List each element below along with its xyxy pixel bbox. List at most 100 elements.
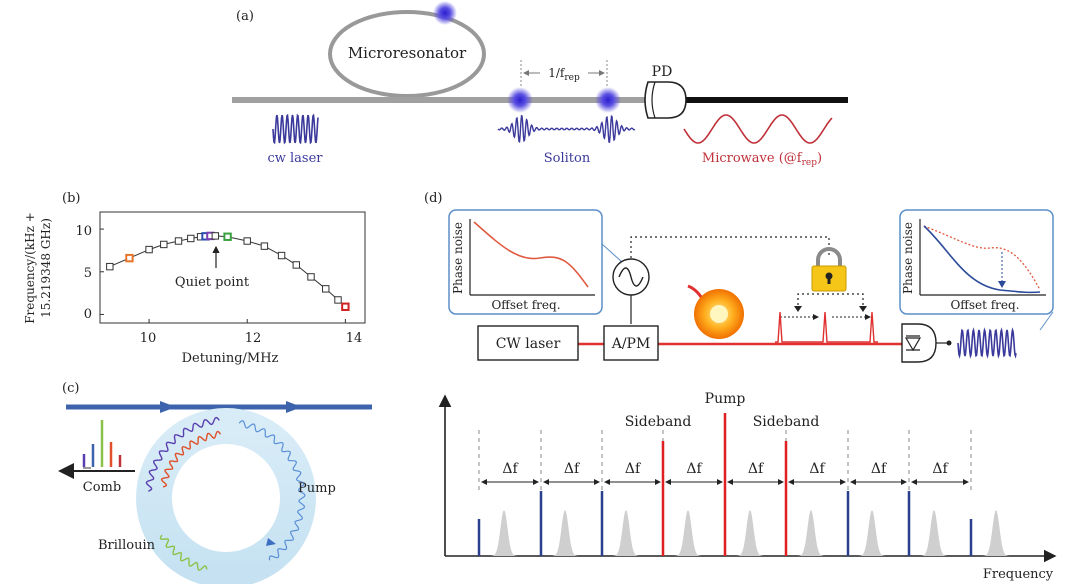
data-point xyxy=(243,237,251,245)
noise-peak xyxy=(670,510,706,556)
chart-b-frame xyxy=(99,211,366,324)
noise-peak xyxy=(793,510,829,556)
delta-f-label: Δf xyxy=(625,461,642,477)
noise-peak xyxy=(916,510,952,556)
delta-f-label: Δf xyxy=(809,461,826,477)
inset-left-curve xyxy=(473,221,589,288)
cw-laser-label: cw laser xyxy=(267,151,323,166)
photodetector-icon xyxy=(644,81,687,119)
brillouin-wave-orange xyxy=(160,430,221,488)
delta-f-arrow-left xyxy=(911,479,917,485)
delta-f-arrow-right xyxy=(840,479,846,485)
delta-f-label-bg xyxy=(494,459,526,475)
delta-f-arrow-left xyxy=(543,479,549,485)
delta-f-label: Δf xyxy=(502,461,519,477)
delta-f-label: Δf xyxy=(748,461,765,477)
noise-peak xyxy=(547,510,583,556)
sideband-left-label: Sideband xyxy=(625,414,692,430)
delta-f-label: Δf xyxy=(686,461,703,477)
inset-left-leader xyxy=(601,243,623,263)
chart-b-series xyxy=(106,231,350,311)
pump-arrowhead xyxy=(266,538,276,546)
chart-b-ylabel-2: 15.219348 GHz) xyxy=(39,218,53,318)
chart-b-ytick-5: 5 xyxy=(84,266,92,281)
chart-b-xtick-14: 14 xyxy=(346,331,363,346)
microresonator-ring xyxy=(328,10,486,98)
oscillator-sine xyxy=(618,267,644,287)
comb-lines xyxy=(82,420,122,467)
lock-keyhole-slot xyxy=(827,277,831,284)
inset-left-xlabel: Offset freq. xyxy=(491,298,560,312)
chart-b-xlabel: Detuning/MHz xyxy=(182,351,279,366)
noise-peak xyxy=(854,510,890,556)
pump-line-label: Pump xyxy=(705,391,746,407)
quiet-point-label: Quiet point xyxy=(175,275,250,290)
ring-resonator-core xyxy=(710,305,728,323)
delta-f-arrow-right xyxy=(533,479,539,485)
delta-f-label-bg xyxy=(801,459,833,475)
delta-f-arrow-left xyxy=(788,479,794,485)
panel-b: (b) 10 12 14 0 5 10 Detuning/MHz Frequen… xyxy=(23,191,366,366)
delta-f-label-bg xyxy=(924,459,956,475)
lock-bracket xyxy=(797,293,864,310)
data-point xyxy=(211,232,220,240)
delta-f-label: Δf xyxy=(871,461,888,477)
delta-f-arrow-right xyxy=(901,479,907,485)
photodiode-icon xyxy=(901,323,937,363)
inset-right-box xyxy=(899,209,1054,315)
noise-peak xyxy=(486,510,522,556)
delta-f-arrow-left xyxy=(665,479,671,485)
panel-c-label: (c) xyxy=(62,381,79,396)
chart-b-ytick-0: 0 xyxy=(84,307,92,322)
bus-arrow-1 xyxy=(160,401,176,413)
feedback-loop xyxy=(630,236,830,258)
soliton-label: Soliton xyxy=(544,151,591,166)
delta-f-arrow-right xyxy=(655,479,661,485)
data-point xyxy=(174,237,183,245)
chart-b-ylabel-1: Frequency/(kHz + xyxy=(23,212,37,324)
delta-f-arrow-right xyxy=(594,479,600,485)
spectrum-xlabel: Frequency xyxy=(983,567,1054,582)
delta-f-label-bg xyxy=(555,459,588,475)
delta-f-label-bg xyxy=(678,459,710,475)
cw-laser-box-label: CW laser xyxy=(496,336,561,352)
delta-f-arrow-right xyxy=(717,479,723,485)
pump-label: Pump xyxy=(298,481,336,496)
microwave-label: Microwave (@frep) xyxy=(702,151,822,168)
noise-peak xyxy=(978,510,1014,556)
cw-laser-wave xyxy=(272,113,319,145)
data-point xyxy=(106,262,114,271)
sideband-right-label: Sideband xyxy=(753,414,820,430)
bus-arrow-2 xyxy=(286,401,302,413)
panel-a: (a) Microresonator 1/frep PD cw laser So… xyxy=(232,1,848,168)
panel-a-label: (a) xyxy=(236,9,254,24)
delta-f-arrow-left xyxy=(481,479,487,485)
photodiode-symbol xyxy=(904,335,922,352)
photodiode-node xyxy=(946,340,952,346)
lock-shackle xyxy=(816,247,842,268)
noise-peak xyxy=(608,510,644,556)
panel-d: (d) Phase noise Offset freq. CW laser A/… xyxy=(424,191,1054,363)
resonator-soliton-dot xyxy=(433,1,457,25)
microresonator-label: Microresonator xyxy=(348,44,467,62)
brillouin-label: Brillouin xyxy=(98,538,156,553)
chart-b-ytick-10: 10 xyxy=(75,224,92,239)
inset-right-leader xyxy=(1039,311,1054,331)
pump-wave xyxy=(238,420,306,561)
delta-f-label-bg xyxy=(616,459,649,475)
inset-right-curve-before xyxy=(923,225,1041,291)
data-point xyxy=(292,261,300,269)
microwave-output-wave xyxy=(957,327,1017,359)
data-point xyxy=(160,240,168,249)
noise-peak xyxy=(732,510,768,556)
chart-b-xtick-10: 10 xyxy=(140,331,157,346)
panel-b-label: (b) xyxy=(62,191,80,206)
series-line xyxy=(109,235,346,308)
delta-f-label-bg xyxy=(862,459,895,475)
brillouin-wave-green xyxy=(159,534,208,571)
delta-f-label: Δf xyxy=(932,461,949,477)
data-point xyxy=(307,273,315,281)
